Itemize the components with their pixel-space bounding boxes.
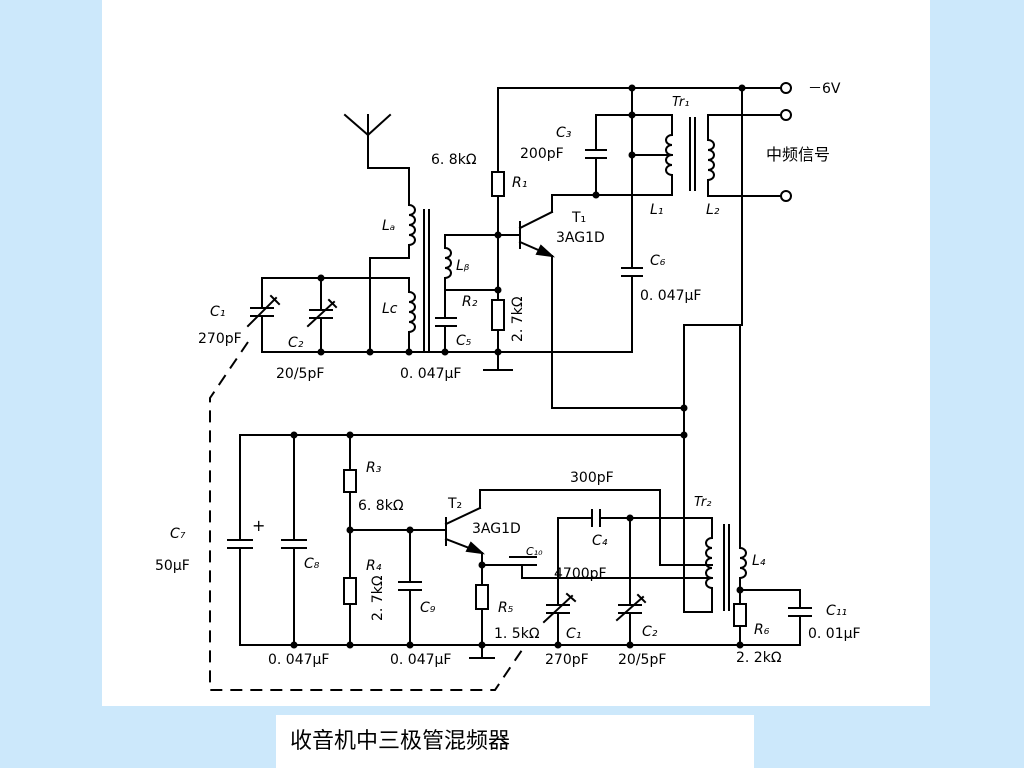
- label-c1b: C₁: [566, 626, 581, 642]
- label-c7: C₇: [170, 526, 186, 542]
- label-l2: L₂: [706, 202, 720, 218]
- label-r6-value: 2. 2kΩ: [736, 650, 782, 666]
- label-c8: C₈: [304, 556, 320, 572]
- label-c2a-value: 20/5pF: [276, 366, 324, 382]
- label-r2-value: 2. 7kΩ: [510, 296, 526, 342]
- label-r2: R₂: [462, 294, 478, 310]
- label-if-signal: 中频信号: [766, 145, 830, 164]
- terminal-if-bottom: [780, 190, 792, 202]
- label-c11-value: 0. 01μF: [808, 626, 861, 642]
- label-c7-value: 50μF: [155, 558, 190, 574]
- coil-l1: [665, 133, 674, 177]
- label-c4: C₄: [592, 533, 608, 549]
- label-l4: L₄: [752, 553, 766, 569]
- label-c5: C₅: [456, 333, 472, 349]
- label-lc: Lc: [382, 301, 398, 317]
- label-c3-value: 200pF: [520, 146, 564, 162]
- label-r5: R₅: [498, 600, 514, 616]
- label-c4-value: 300pF: [570, 470, 614, 486]
- resistor-r5: [475, 584, 489, 610]
- label-lb: Lᵦ: [456, 258, 470, 274]
- junction-dots: [290, 84, 746, 649]
- label-c9-value: 0. 047μF: [390, 652, 452, 668]
- coil-lc: [407, 290, 416, 334]
- label-r1: R₁: [512, 175, 527, 191]
- label-c3: C₃: [556, 125, 572, 141]
- label-supply: －6V: [808, 81, 841, 97]
- label-r5-value: 1. 5kΩ: [494, 626, 540, 642]
- label-t1: T₁: [571, 210, 586, 226]
- label-c11: C₁₁: [826, 603, 847, 619]
- label-c7-plus: +: [252, 516, 265, 535]
- label-c10: C₁₀: [526, 545, 543, 558]
- terminal-if-top: [780, 109, 792, 121]
- coil-lb: [443, 246, 452, 280]
- resistor-r6: [733, 603, 747, 627]
- coil-tr2-primary: [705, 536, 714, 590]
- resistor-r1: [491, 171, 505, 197]
- label-t2-model: 3AG1D: [472, 521, 521, 537]
- coil-l4: [738, 546, 747, 580]
- label-t1-model: 3AG1D: [556, 230, 605, 246]
- label-c1a: C₁: [210, 304, 225, 320]
- label-c10-value: 4700pF: [554, 566, 607, 582]
- label-r4-value: 2. 7kΩ: [370, 575, 386, 621]
- coil-l2: [706, 138, 715, 182]
- label-c8-value: 0. 047μF: [268, 652, 330, 668]
- label-c2b: C₂: [642, 624, 658, 640]
- label-c1b-value: 270pF: [545, 652, 589, 668]
- label-c2a: C₂: [288, 335, 304, 351]
- label-c2b-value: 20/5pF: [618, 652, 666, 668]
- caption-box: 收音机中三极管混频器: [276, 715, 754, 768]
- label-c6: C₆: [650, 253, 666, 269]
- coil-la: [407, 203, 416, 247]
- gang-link-dashed: [209, 341, 523, 691]
- label-r3: R₃: [366, 460, 382, 476]
- label-la: Lₐ: [382, 218, 395, 234]
- terminal-supply: [780, 82, 792, 94]
- label-c5-value: 0. 047μF: [400, 366, 462, 382]
- label-r6: R₆: [754, 622, 770, 638]
- label-r1-value: 6. 8kΩ: [431, 152, 477, 168]
- label-tr1: Tr₁: [672, 95, 690, 110]
- label-tr2: Tr₂: [694, 495, 712, 510]
- resistor-r2: [491, 299, 505, 331]
- resistor-r3: [343, 469, 357, 493]
- label-l1: L₁: [650, 202, 663, 218]
- label-c9: C₉: [420, 600, 436, 616]
- resistor-r4: [343, 577, 357, 605]
- label-r3-value: 6. 8kΩ: [358, 498, 404, 514]
- caption: 收音机中三极管混频器: [290, 729, 511, 754]
- label-c6-value: 0. 047μF: [640, 288, 702, 304]
- label-c1a-value: 270pF: [198, 331, 242, 347]
- label-r4: R₄: [366, 558, 382, 574]
- label-t2: T₂: [447, 496, 462, 512]
